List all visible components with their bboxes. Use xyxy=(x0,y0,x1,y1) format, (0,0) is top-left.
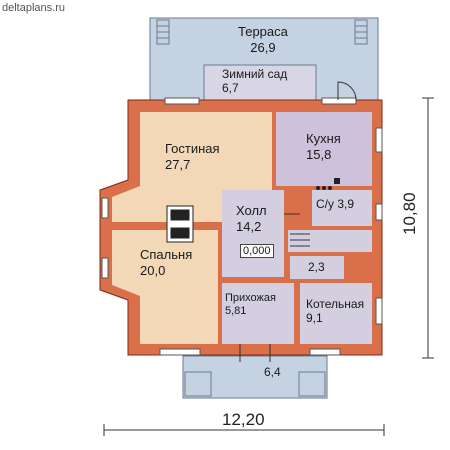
hall-area: 14,2 xyxy=(236,219,262,234)
bedroom-floor xyxy=(112,230,218,344)
windows xyxy=(101,97,383,356)
kitchen-label: Кухня 15,8 xyxy=(306,131,341,163)
winter-garden-label: Зимний сад 6,7 xyxy=(222,67,287,95)
width-dimension: 12,20 xyxy=(222,410,265,429)
height-dimension: 10,80 xyxy=(400,192,419,235)
hall-floor xyxy=(222,190,284,277)
stairs xyxy=(290,233,310,247)
entrance-name: Прихожая xyxy=(225,292,276,304)
kitchen-fixtures xyxy=(316,178,340,190)
boiler-room-label: Котельная 9,1 xyxy=(306,297,364,325)
hall-label: Холл 14,2 xyxy=(236,203,267,235)
closet-floor xyxy=(290,256,344,279)
stair-floor xyxy=(288,230,372,252)
porch-area xyxy=(182,355,328,399)
bathroom-floor xyxy=(312,190,372,226)
winter-garden-area: 6,7 xyxy=(222,81,239,95)
terrace-label: Терраса 26,9 xyxy=(238,24,288,56)
bedroom-name: Спальня xyxy=(140,247,193,262)
entrance-area: 5,81 xyxy=(225,305,247,317)
dimension-lines xyxy=(103,97,434,436)
boiler-room-name: Котельная xyxy=(306,297,365,311)
entrance-label: Прихожая 5,81 xyxy=(225,292,276,318)
porch-steps-left xyxy=(184,371,212,397)
fireplace xyxy=(166,205,194,243)
winter-garden-name: Зимний сад xyxy=(222,67,288,81)
porch-area-value: 6,4 xyxy=(264,365,281,379)
living-room-name: Гостиная xyxy=(165,141,220,156)
living-room-area: 27,7 xyxy=(165,157,191,172)
porch-steps-right xyxy=(298,371,326,397)
bedroom-label: Спальня 20,0 xyxy=(140,247,192,279)
level-mark: 0,000 xyxy=(240,244,274,258)
terrace-name: Терраса xyxy=(238,24,288,39)
boiler-room-floor xyxy=(300,283,372,344)
living-room-label: Гостиная 27,7 xyxy=(165,141,220,173)
bedroom-area: 20,0 xyxy=(140,263,166,278)
hall-name: Холл xyxy=(236,203,267,218)
kitchen-floor xyxy=(276,112,372,186)
bathroom-area: 3,9 xyxy=(337,197,355,211)
bathroom-label: С/у 3,9 xyxy=(316,197,354,211)
winter-garden-area xyxy=(203,64,317,101)
site-url: deltaplans.ru xyxy=(2,2,65,14)
kitchen-name: Кухня xyxy=(306,131,341,146)
doors xyxy=(239,81,357,362)
bathroom-name: С/у xyxy=(316,197,334,211)
entrance-floor xyxy=(222,283,294,344)
terrace-area-value: 26,9 xyxy=(250,40,276,55)
closet-area: 2,3 xyxy=(308,260,325,274)
boiler-room-area: 9,1 xyxy=(306,311,323,325)
kitchen-area: 15,8 xyxy=(306,147,332,162)
